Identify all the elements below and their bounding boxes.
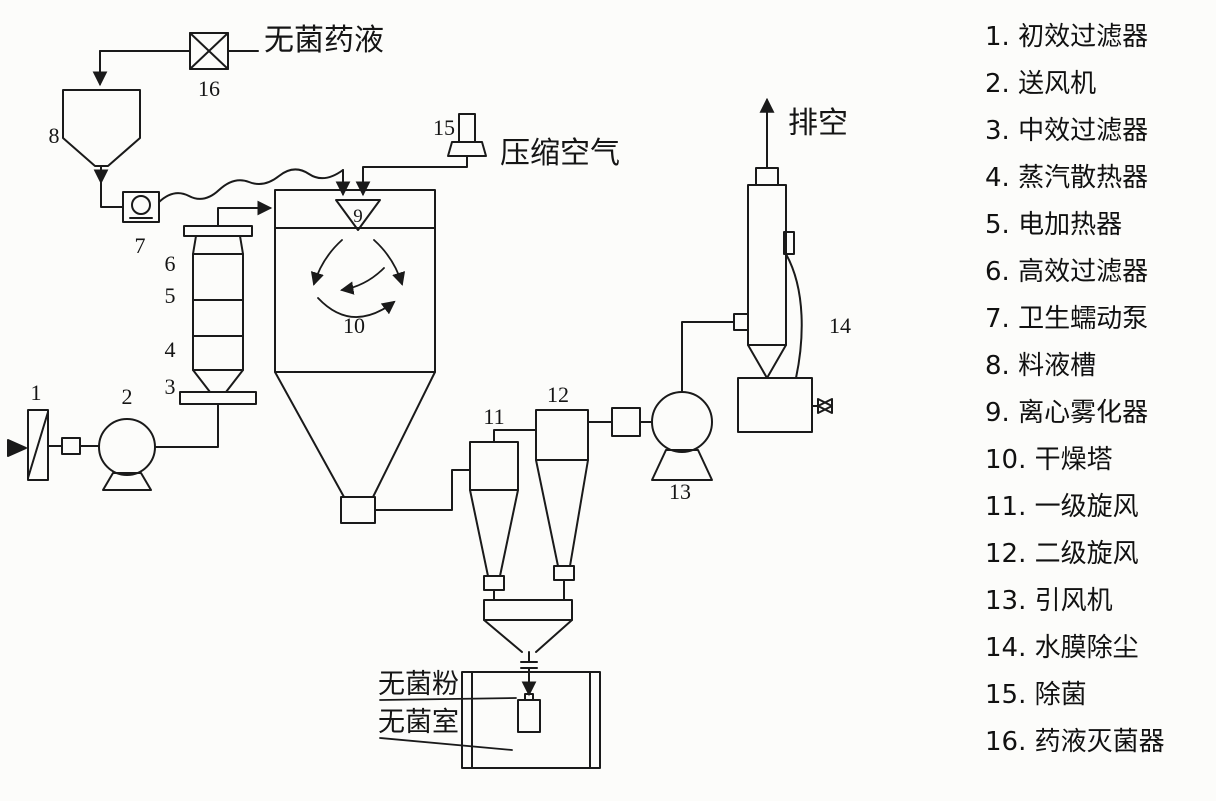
num-16: 16 — [198, 76, 220, 101]
num-3: 3 — [165, 374, 176, 399]
filter-base — [447, 141, 487, 157]
powder-collector — [483, 599, 573, 733]
medium-filter-3 — [179, 391, 257, 405]
legend-item-16: 16. 药液灭菌器 — [985, 727, 1165, 757]
legend-item-9: 9. 离心雾化器 — [985, 398, 1149, 428]
cyclone-12-body — [535, 409, 589, 461]
cyclone-11-outlet — [493, 429, 537, 443]
damper-box — [611, 407, 653, 437]
collector-header — [483, 599, 573, 621]
num-12: 12 — [547, 382, 569, 407]
pump-rotor — [131, 195, 151, 215]
label-sterile-powder: 无菌粉 — [378, 669, 459, 700]
fan-housing — [98, 418, 156, 476]
num-9: 9 — [353, 206, 363, 227]
tower-body — [274, 189, 436, 373]
num-1: 1 — [31, 380, 42, 405]
tank-body — [62, 89, 141, 167]
label-compressed-air: 压缩空气 — [500, 136, 620, 171]
legend-item-5: 5. 电加热器 — [985, 210, 1123, 240]
fan-to-stack-duct — [155, 403, 219, 448]
cyclone-11-cone — [469, 489, 489, 577]
sterile-room-box — [461, 671, 601, 769]
scrubber-column — [747, 184, 787, 346]
atomizer-9 — [335, 199, 381, 231]
hepa-filter-6 — [183, 225, 253, 237]
scrubber-side-box — [783, 231, 795, 255]
tower-discharge-box — [340, 496, 376, 524]
hot-air-duct — [217, 200, 273, 227]
pump-box — [122, 191, 160, 223]
legend-item-14: 14. 水膜除尘 — [985, 633, 1139, 663]
feed-line — [158, 168, 351, 203]
sterile-air-filter-15 — [355, 113, 487, 197]
legend-item-13: 13. 引风机 — [985, 586, 1113, 616]
leader-lines — [379, 697, 517, 751]
compressed-air-line — [355, 155, 468, 197]
tower-cone-right — [372, 371, 436, 498]
legend-item-15: 15. 除菌 — [985, 680, 1087, 710]
cyclone-11 — [469, 429, 537, 601]
legend-item-3: 3. 中效过滤器 — [985, 116, 1149, 146]
induced-fan-13 — [651, 313, 749, 481]
legend-item-8: 8. 料液槽 — [985, 351, 1097, 381]
fan-exhaust-duct — [681, 321, 735, 393]
swirl-arrows — [310, 239, 406, 318]
cyclone-12-cone — [535, 459, 559, 567]
legend-item-6: 6. 高效过滤器 — [985, 257, 1149, 287]
num-11: 11 — [483, 404, 504, 429]
num-15: 15 — [433, 115, 455, 140]
cyclone-12 — [535, 409, 613, 601]
num-13: 13 — [669, 479, 691, 504]
drying-tower-10 — [274, 189, 436, 524]
cyclone-11-body — [469, 441, 519, 491]
air-intake-1 — [7, 409, 100, 481]
liquid-sterilizer-16 — [92, 32, 259, 87]
tower-outlet-duct — [374, 469, 471, 511]
powder-container — [517, 699, 541, 733]
legend-item-10: 10. 干燥塔 — [985, 445, 1113, 475]
heater-column — [192, 253, 244, 371]
label-exhaust: 排空 — [788, 106, 848, 141]
cyclone-11-valve — [483, 575, 505, 591]
legend-item-2: 2. 送风机 — [985, 69, 1097, 99]
scrubber-inlet-flange — [733, 313, 749, 331]
scrubber-cap — [755, 167, 779, 186]
filter-cartridge — [458, 113, 476, 143]
fan-base — [102, 472, 152, 491]
num-2: 2 — [122, 384, 133, 409]
label-sterile-room: 无菌室 — [378, 707, 459, 738]
supply-fan-2 — [98, 418, 156, 491]
sterile-powder-leader — [379, 697, 517, 701]
num-8: 8 — [49, 123, 60, 148]
tower-cone-left — [274, 371, 345, 498]
equipment-legend: 1. 初效过滤器 2. 送风机 3. 中效过滤器 4. 蒸汽散热器 5. 电加热… — [985, 14, 1213, 766]
intake-flange — [61, 437, 81, 455]
peristaltic-pump-7 — [122, 191, 160, 223]
label-sterile-liquid: 无菌药液 — [264, 23, 384, 58]
num-5: 5 — [165, 283, 176, 308]
cyclone-12-valve — [553, 565, 575, 581]
induced-fan-base — [651, 449, 713, 481]
sterile-room-leader — [379, 737, 513, 751]
scrubber-base-tank — [737, 377, 813, 433]
num-4: 4 — [165, 337, 176, 362]
num-14: 14 — [829, 313, 851, 338]
legend-item-12: 12. 二级旋风 — [985, 539, 1139, 569]
heater-filter-stack — [155, 225, 257, 448]
legend-item-4: 4. 蒸汽散热器 — [985, 163, 1149, 193]
num-6: 6 — [165, 251, 176, 276]
scrubber-return-pipe — [785, 253, 803, 379]
num-10: 10 — [343, 313, 365, 338]
sterile-room-wall — [461, 671, 601, 769]
induced-fan-housing — [651, 391, 713, 453]
intake-arrow-icon — [7, 439, 27, 457]
legend-item-1: 1. 初效过滤器 — [985, 22, 1149, 52]
wet-scrubber-14 — [737, 97, 833, 433]
num-7: 7 — [135, 233, 146, 258]
feed-tank-8 — [62, 89, 141, 208]
legend-item-11: 11. 一级旋风 — [985, 492, 1139, 522]
legend-item-7: 7. 卫生蠕动泵 — [985, 304, 1149, 334]
